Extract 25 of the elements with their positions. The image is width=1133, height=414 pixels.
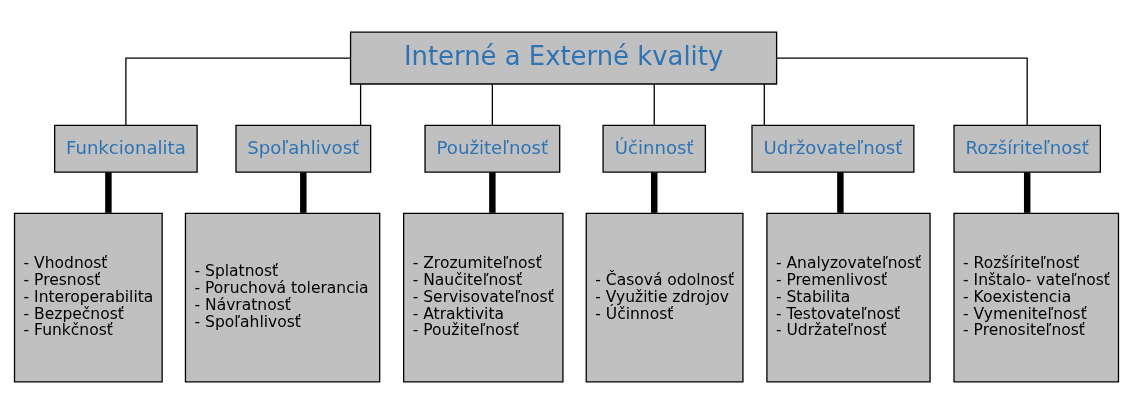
node-box: Použiteľnosť [424, 124, 561, 173]
connector [1023, 172, 1031, 213]
connector [105, 172, 112, 213]
node-box: Funkcionalita [54, 124, 198, 173]
node-box: Rozšíriteľnosť [953, 124, 1101, 173]
connector [763, 83, 765, 126]
connector [489, 172, 496, 213]
connector [125, 57, 352, 127]
node-box: Udržovateľnosť [751, 124, 915, 173]
node-box: Spoľahlivosť [235, 124, 372, 173]
connector [653, 83, 655, 126]
node-box: - Zrozumiteľnosť - Naučiteľnosť - Servisovateľnosť - Atraktivita - Použiteľnosť [403, 212, 564, 383]
node-box: - Časová odolnosť - Využitie zdrojov - Účinnosť [585, 212, 744, 383]
node-box: Interné a Externé kvality [349, 31, 778, 85]
node-box: - Rozšíriteľnosť - Inštalo- vateľnosť - Koexistencia - Vymeniteľnosť - Prenositeľnosť [953, 212, 1120, 383]
connector [359, 83, 362, 126]
connector [776, 57, 1028, 127]
connector [651, 172, 658, 213]
connector [300, 172, 307, 213]
connector [837, 172, 844, 213]
node-box: - Vhodnosť - Presnosť - Interoperabilita - Bezpečnosť - Funkčnosť [13, 212, 163, 383]
node-box: - Analyzovateľnosť - Premenlivosť - Stabilita - Testovateľnosť - Udržateľnosť [766, 212, 931, 383]
connector [491, 83, 493, 126]
node-box: Účinnosť [602, 124, 707, 173]
node-box: - Splatnosť - Poruchová tolerancia - Návratnosť - Spoľahlivosť [184, 212, 381, 383]
